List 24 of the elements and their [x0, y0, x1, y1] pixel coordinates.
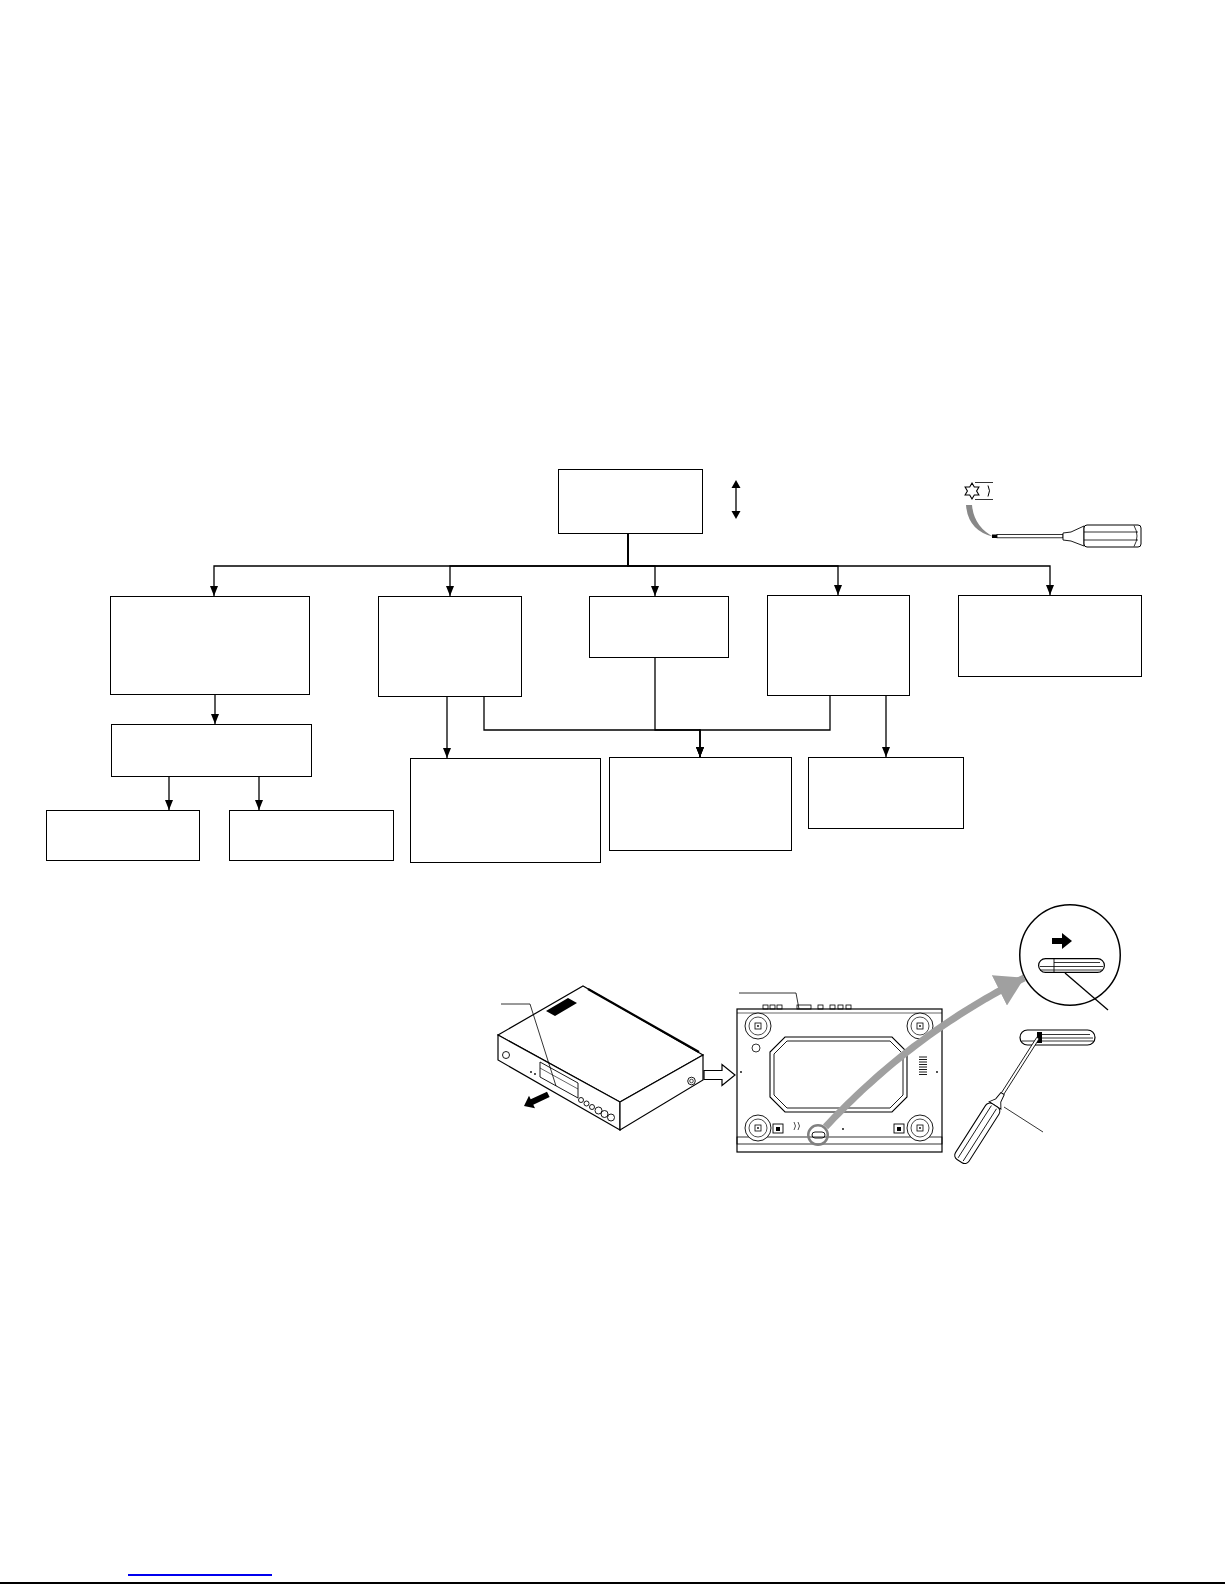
process-box [609, 757, 792, 851]
process-box [767, 595, 910, 696]
connector-arrow [165, 776, 173, 811]
process-box [958, 595, 1142, 677]
curved-arrow [822, 974, 1026, 1130]
process-box [378, 596, 522, 697]
connector-arrow [627, 533, 1054, 596]
connector-arrow [443, 696, 451, 759]
process-box [46, 810, 200, 861]
highlight-circle [807, 1124, 829, 1146]
process-box [410, 758, 601, 863]
connector-arrow [696, 695, 831, 758]
process-box [111, 724, 312, 777]
connector-arrow [211, 694, 219, 725]
process-box [558, 469, 703, 534]
slot [1038, 958, 1105, 973]
connector-arrow [255, 776, 263, 811]
process-box [589, 596, 729, 658]
connector-arrow [882, 695, 890, 758]
process-box [229, 810, 394, 861]
process-box [808, 757, 964, 829]
leader-line [1064, 972, 1109, 1011]
outline-arrow [703, 1063, 736, 1087]
process-box [110, 596, 310, 695]
